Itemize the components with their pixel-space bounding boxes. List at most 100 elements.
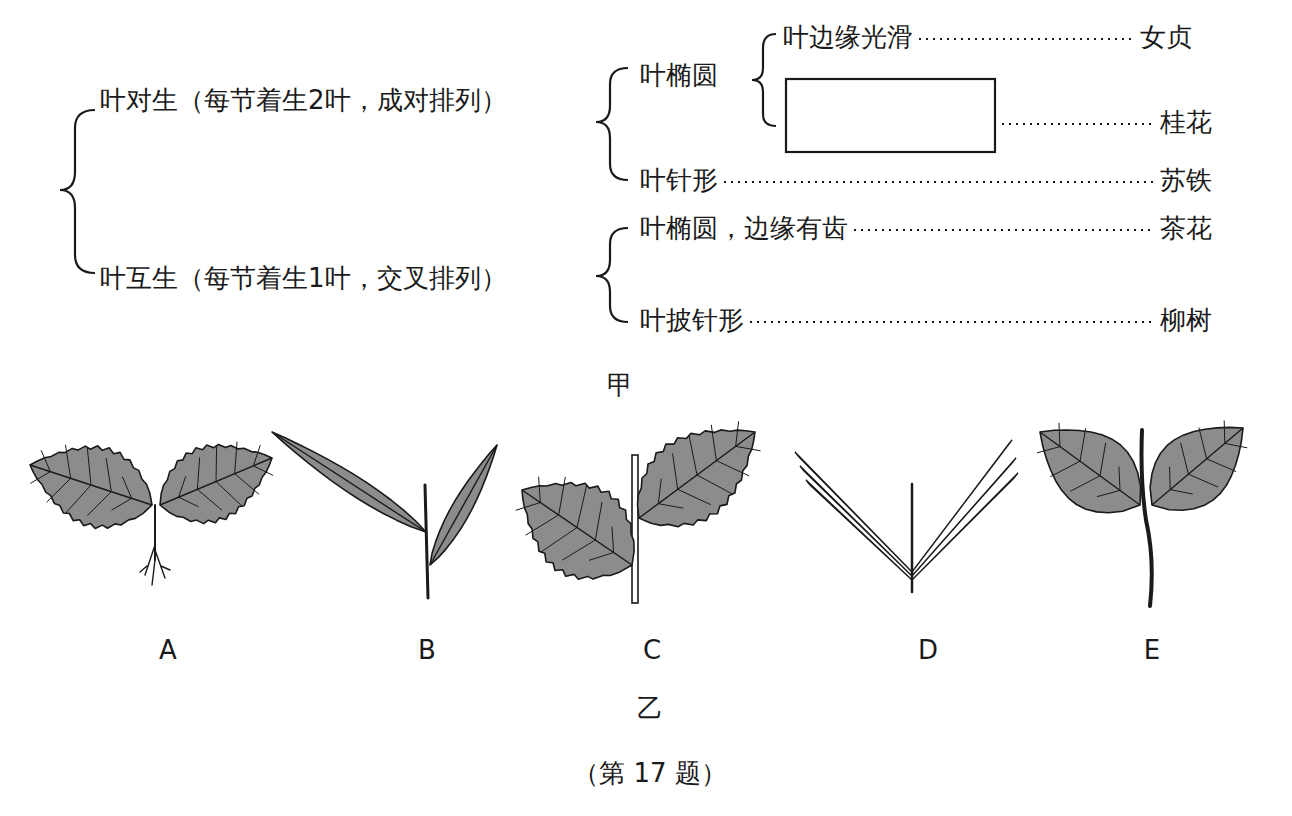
leaf-vein <box>689 435 697 475</box>
leaf-midrib <box>1040 432 1140 505</box>
leaf-vein <box>1225 443 1247 447</box>
leaf-vein <box>1181 443 1189 474</box>
leaf-blade <box>272 432 426 532</box>
leaf-vein <box>1199 427 1207 458</box>
leaf-vein <box>562 540 595 560</box>
needle-leaf <box>912 440 1012 572</box>
leaf-vein <box>678 489 711 504</box>
leaf-vein <box>1169 467 1171 490</box>
leaf-vein <box>122 477 131 498</box>
leaf-midrib <box>430 445 497 565</box>
leaf-vein <box>216 445 218 481</box>
key-text: 叶互生（每节着生1叶，交叉排列） <box>100 263 507 293</box>
leaf-vein <box>41 450 50 471</box>
needle-leaf <box>806 480 912 580</box>
leaf-vein <box>1100 443 1106 476</box>
leaf-vein <box>1070 476 1100 491</box>
leaf-blade <box>638 430 756 527</box>
leaf-vein <box>179 476 186 497</box>
leaf-blade <box>430 445 497 565</box>
leaf-vein <box>1059 423 1060 447</box>
leaf-vein <box>1224 421 1226 444</box>
figure-letter: A <box>159 635 177 665</box>
dotted-leader <box>1002 123 1154 125</box>
leaf-vein <box>112 498 132 510</box>
leaf-vein <box>697 475 733 494</box>
leaf-vein <box>559 477 566 515</box>
leaf-vein <box>1080 428 1086 461</box>
leaf-vein <box>87 447 91 485</box>
leaf-vein <box>658 479 661 504</box>
leaf-vein <box>612 527 614 553</box>
key-text: 女贞 <box>1140 22 1192 52</box>
leaf-vein <box>65 445 70 479</box>
caption: （第 17 题） <box>573 758 727 788</box>
leaf-drawings <box>30 421 1247 606</box>
leaf-vein <box>589 553 614 561</box>
leaf-midrib <box>1152 428 1243 505</box>
figure-letter: D <box>918 635 938 665</box>
leaf-vein <box>1097 490 1120 496</box>
leaf-vein <box>30 472 50 484</box>
key-text: 叶椭圆，边缘有齿 <box>640 213 848 243</box>
leaf-vein <box>736 446 761 450</box>
key-text: 苏铁 <box>1160 165 1212 195</box>
leaf-vein <box>197 457 199 489</box>
leaf-vein <box>235 474 260 495</box>
needle-leaf <box>795 452 912 572</box>
figure-letter: E <box>1144 635 1160 665</box>
key-text: 叶披针形 <box>640 305 744 335</box>
leaf-vein <box>539 477 541 503</box>
needle-leaf <box>800 466 912 576</box>
leaf-vein <box>106 458 111 492</box>
stem <box>632 455 638 603</box>
figure-letter: C <box>643 635 661 665</box>
leaf-blade <box>522 483 634 580</box>
leaf-vein <box>1037 447 1060 453</box>
leaf-vein <box>87 492 111 516</box>
brace <box>596 228 628 322</box>
blank-answer-box <box>786 79 995 152</box>
leaf-vein <box>595 502 602 540</box>
leaf-vein <box>716 461 749 476</box>
leaf-vein <box>1050 461 1080 476</box>
braces <box>60 34 776 322</box>
leaf-vein <box>1119 467 1120 491</box>
leaf-vein <box>711 425 716 461</box>
leaf-blade <box>1040 430 1141 513</box>
stem <box>140 545 170 585</box>
leaf-vein <box>673 453 678 489</box>
leaf-vein <box>253 445 260 466</box>
leaf-vein <box>179 497 199 507</box>
leaf-vein <box>516 503 541 511</box>
stem <box>1142 430 1152 606</box>
leaf-vein <box>541 528 577 553</box>
stem <box>425 485 428 598</box>
leaf-midrib <box>639 432 755 518</box>
dotted-leader <box>724 181 1154 183</box>
leaf-vein <box>65 485 91 513</box>
figure-label: 甲 <box>607 370 633 400</box>
leaf-vein <box>1170 490 1192 494</box>
dotted-leader <box>854 229 1154 231</box>
figure-letter: B <box>418 635 436 665</box>
leaf-vein <box>235 442 237 474</box>
leaf-blade <box>30 446 152 529</box>
leaf-midrib <box>272 432 426 532</box>
dotted-leader <box>919 38 1134 40</box>
brace <box>596 68 628 180</box>
key-text: 叶针形 <box>640 165 718 195</box>
leaf-vein <box>1207 459 1237 472</box>
leaf-vein <box>216 482 242 507</box>
key-text: 叶对生（每节着生2叶，成对排列） <box>100 85 507 115</box>
key-text: 叶椭圆 <box>640 60 718 90</box>
needle-leaf <box>912 458 1016 576</box>
leaf-blade <box>1150 427 1243 510</box>
brace <box>60 110 95 273</box>
key-text: 茶花 <box>1160 213 1212 243</box>
leaf-vein <box>253 466 273 476</box>
key-text: 叶边缘光滑 <box>783 22 913 52</box>
leaf-vein <box>658 504 683 508</box>
leaf-vein <box>526 515 559 535</box>
key-text: 桂花 <box>1160 107 1212 137</box>
